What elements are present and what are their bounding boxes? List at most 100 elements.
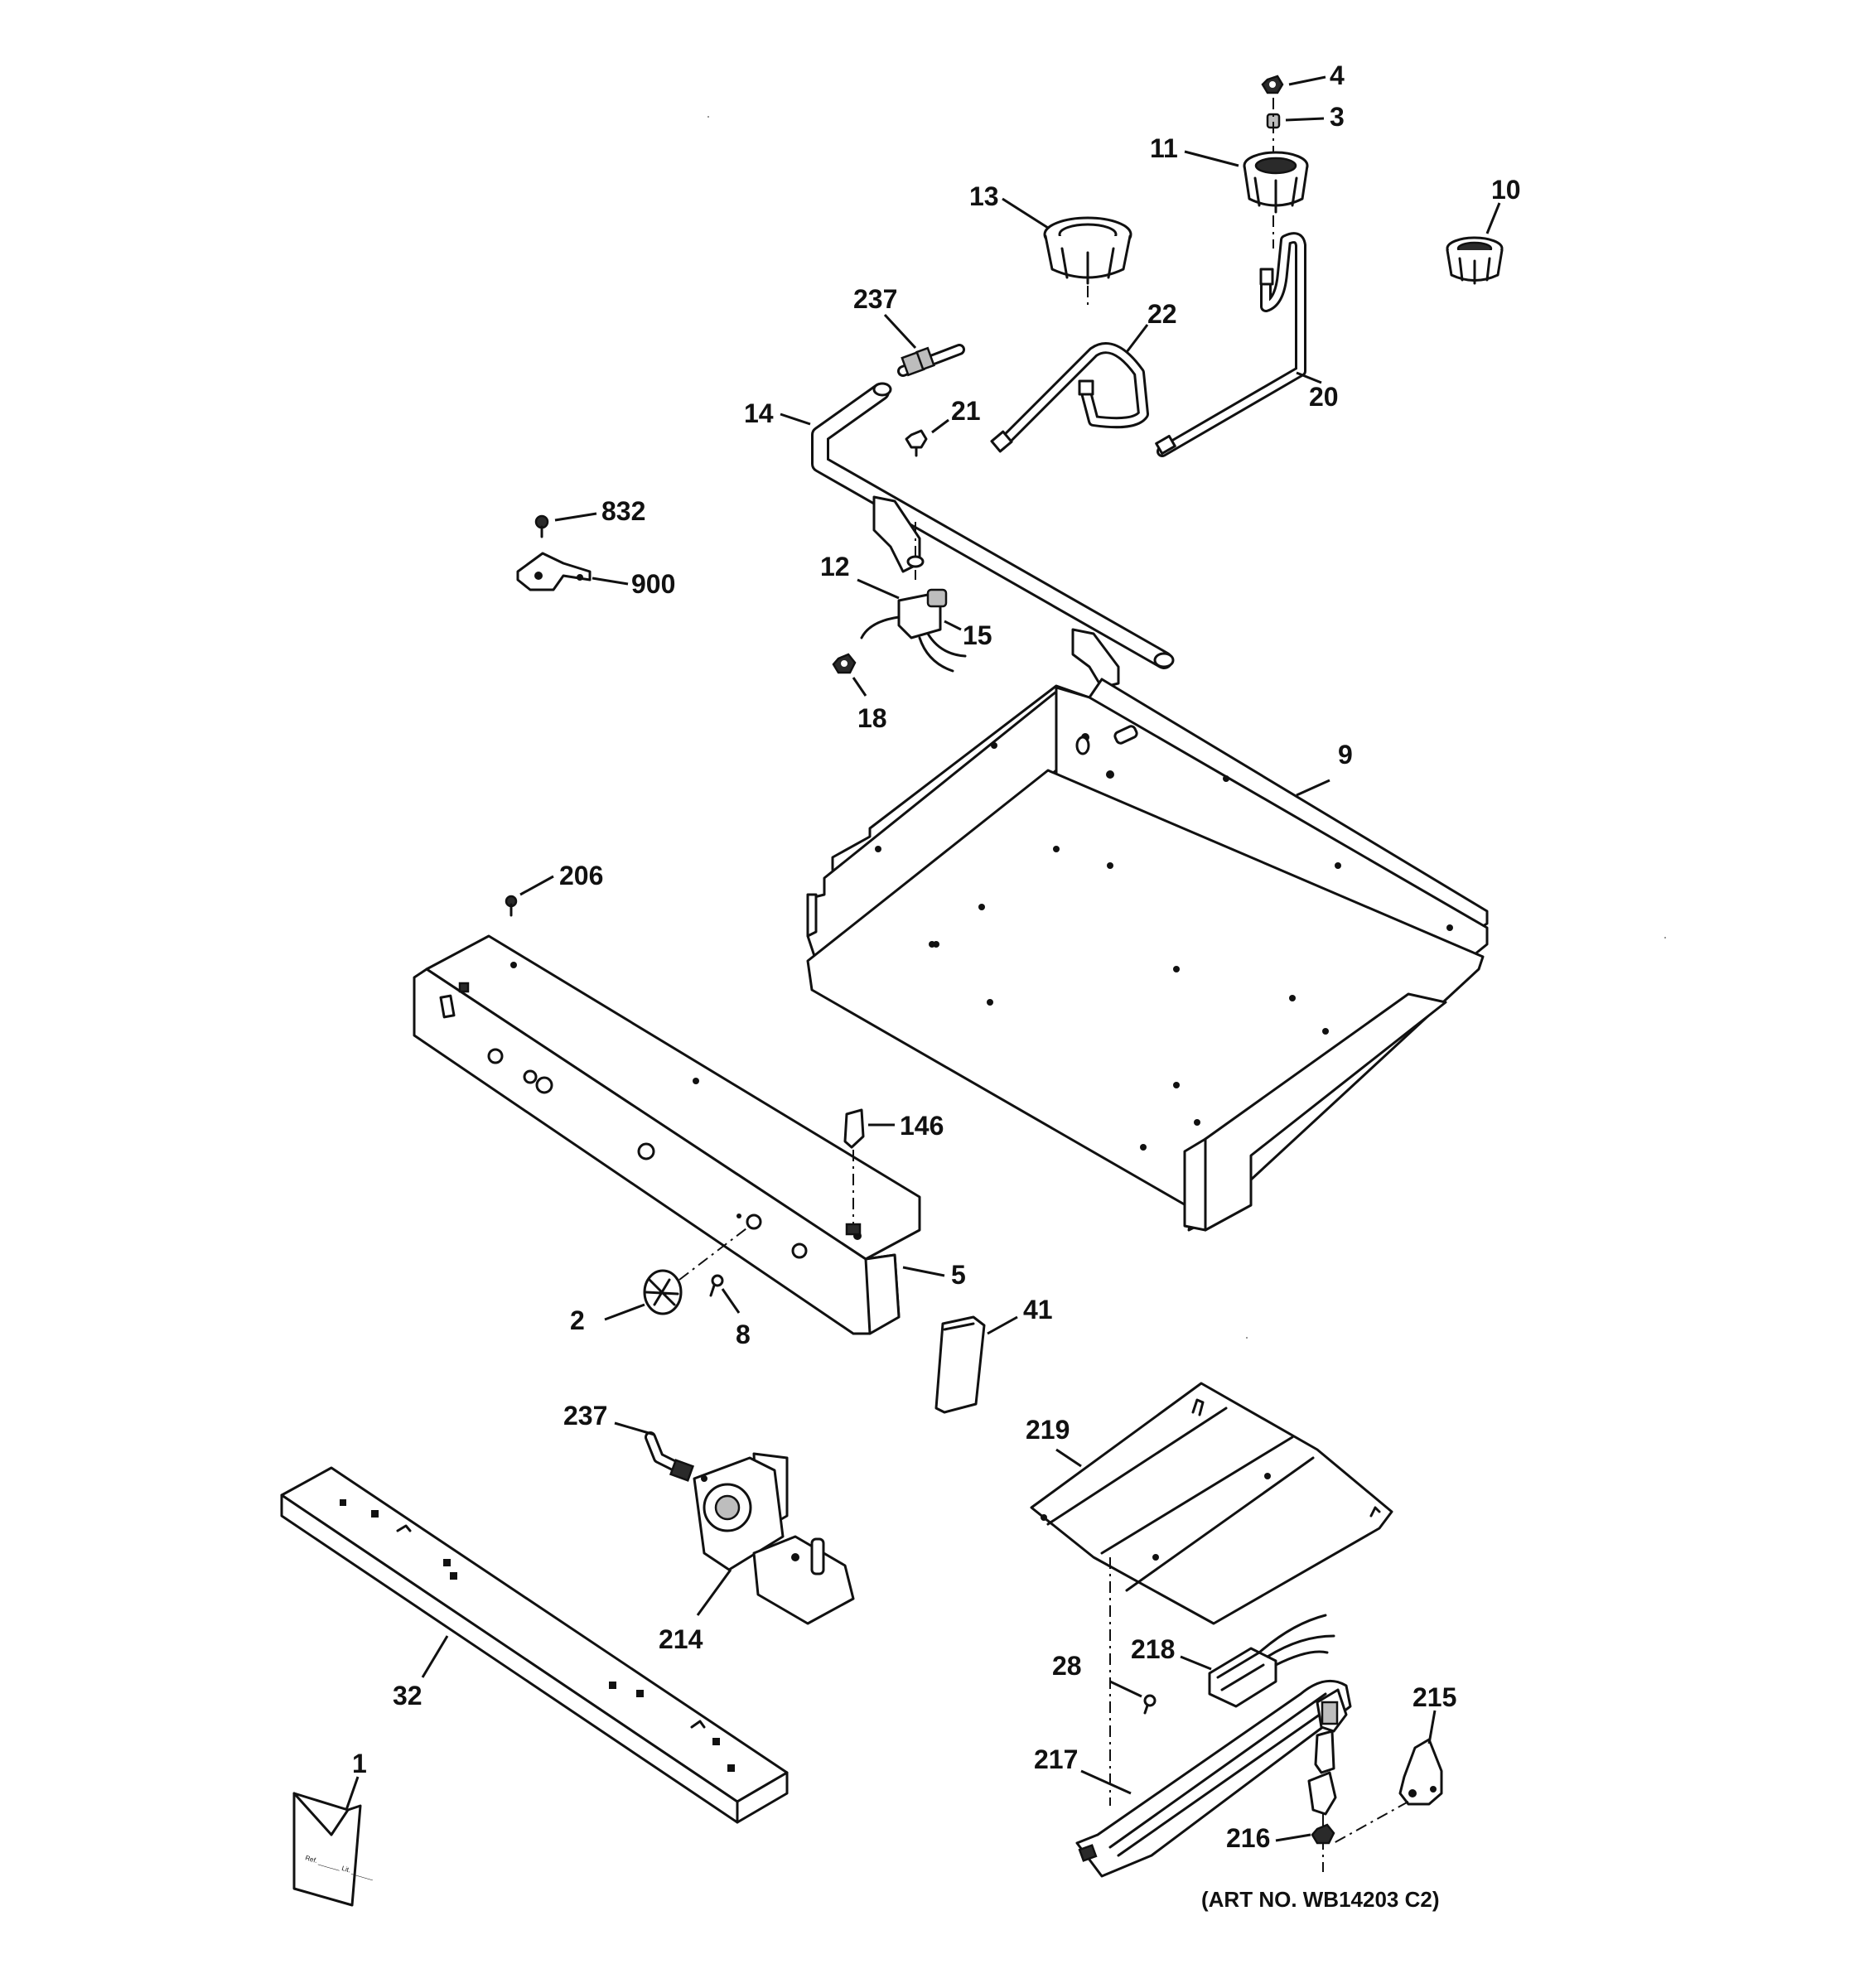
callout-832: 832 xyxy=(601,496,645,526)
part-21-screw xyxy=(905,429,928,457)
leader-237-upper xyxy=(883,313,917,350)
art-number: (ART NO. WB14203 C2) xyxy=(1201,1887,1440,1912)
leader-5 xyxy=(902,1266,945,1277)
part-2-knob xyxy=(643,1269,683,1315)
callout-900: 900 xyxy=(631,569,675,599)
leader-11 xyxy=(1184,150,1239,167)
leader-21 xyxy=(931,418,949,434)
part-237-connector-upper xyxy=(897,344,965,377)
part-5-control-panel xyxy=(413,934,921,1335)
callout-2: 2 xyxy=(570,1305,585,1335)
leader-217 xyxy=(1080,1769,1132,1795)
callout-146: 146 xyxy=(900,1111,944,1141)
part-41-end-cap xyxy=(934,1315,986,1414)
leader-3 xyxy=(1285,117,1325,122)
leader-32 xyxy=(421,1635,449,1678)
leader-215 xyxy=(1427,1710,1437,1744)
callout-11: 11 xyxy=(1150,133,1178,163)
scan-dot xyxy=(707,116,709,118)
callout-3: 3 xyxy=(1330,102,1345,132)
callout-13: 13 xyxy=(969,181,999,211)
callout-1: 1 xyxy=(352,1749,367,1778)
leader-18 xyxy=(852,677,867,697)
callout-219: 219 xyxy=(1026,1415,1070,1445)
callout-218: 218 xyxy=(1131,1634,1175,1664)
part-900-bracket xyxy=(516,552,592,591)
callout-28: 28 xyxy=(1052,1651,1082,1681)
leader-15 xyxy=(944,620,962,631)
leader-20 xyxy=(1296,371,1322,384)
leader-8 xyxy=(721,1288,741,1314)
callout-20: 20 xyxy=(1309,382,1339,412)
part-8-screw xyxy=(709,1274,724,1297)
leader-9 xyxy=(1296,779,1330,797)
callout-21: 21 xyxy=(951,396,981,426)
centerline-knob xyxy=(678,1225,751,1281)
part-11-burner-head xyxy=(1243,151,1309,214)
callout-8: 8 xyxy=(736,1320,751,1349)
callout-12: 12 xyxy=(820,552,850,581)
callout-22: 22 xyxy=(1147,299,1177,329)
leader-12 xyxy=(857,578,900,600)
callout-237-upper: 237 xyxy=(853,284,897,314)
scan-dot xyxy=(1664,937,1666,939)
scan-dot xyxy=(1246,1337,1248,1339)
leader-219 xyxy=(1055,1448,1082,1468)
leader-22 xyxy=(1125,324,1149,353)
part-32-trim-strip xyxy=(280,1466,789,1824)
leader-206 xyxy=(519,875,554,896)
part-215-bracket xyxy=(1398,1738,1443,1806)
callout-41: 41 xyxy=(1023,1295,1053,1325)
callout-217: 217 xyxy=(1034,1744,1078,1774)
leader-218 xyxy=(1180,1655,1212,1671)
leader-832 xyxy=(554,512,597,522)
leader-2 xyxy=(604,1303,645,1321)
leader-216 xyxy=(1275,1833,1311,1842)
part-18-nut xyxy=(832,653,857,674)
part-28-screw xyxy=(1143,1694,1157,1715)
centerline-bracket xyxy=(1333,1801,1409,1844)
part-14-manifold-pipe xyxy=(811,382,1175,689)
leader-1 xyxy=(345,1776,360,1811)
part-214-gas-valve xyxy=(693,1452,855,1625)
callout-237-lower: 237 xyxy=(563,1401,607,1431)
callout-10: 10 xyxy=(1491,175,1521,205)
part-20-gas-tube xyxy=(1155,232,1306,457)
part-217-burner-tube xyxy=(1075,1679,1352,1878)
part-4-nut xyxy=(1261,75,1284,94)
part-218-igniter xyxy=(1208,1614,1335,1708)
callout-15: 15 xyxy=(963,620,992,650)
leader-41 xyxy=(987,1315,1018,1335)
callout-9: 9 xyxy=(1338,740,1353,770)
part-146-clip xyxy=(843,1108,865,1236)
callout-206: 206 xyxy=(559,861,603,890)
part-832-screw xyxy=(534,514,549,538)
leader-13 xyxy=(1002,197,1049,229)
part-12-valve xyxy=(860,588,967,673)
callout-215: 215 xyxy=(1412,1682,1456,1712)
part-206-screw xyxy=(505,895,518,917)
leader-4 xyxy=(1288,75,1326,86)
callout-216: 216 xyxy=(1226,1823,1270,1853)
part-237-connector-lower xyxy=(645,1431,695,1482)
part-15-washer xyxy=(906,555,925,568)
part-13-burner-head xyxy=(1043,216,1132,285)
leader-214 xyxy=(696,1569,732,1616)
leader-28 xyxy=(1109,1680,1142,1698)
leader-14 xyxy=(780,413,811,426)
callout-18: 18 xyxy=(857,703,887,733)
part-216-orifice-holder xyxy=(1307,1730,1337,1872)
part-9-burner-box xyxy=(806,678,1489,1232)
callout-14: 14 xyxy=(744,398,774,428)
leader-900 xyxy=(592,577,629,586)
callout-5: 5 xyxy=(951,1260,966,1290)
leader-237-lower xyxy=(614,1421,655,1436)
part-219-shield xyxy=(1030,1382,1393,1625)
part-1-literature-packet: Ref. ______ Lit. ______ xyxy=(292,1792,375,1907)
part-10-burner-head xyxy=(1446,236,1504,285)
callout-32: 32 xyxy=(393,1681,423,1711)
part-22-gas-tube xyxy=(990,342,1149,453)
callout-214: 214 xyxy=(659,1624,703,1654)
callout-4: 4 xyxy=(1330,60,1345,90)
